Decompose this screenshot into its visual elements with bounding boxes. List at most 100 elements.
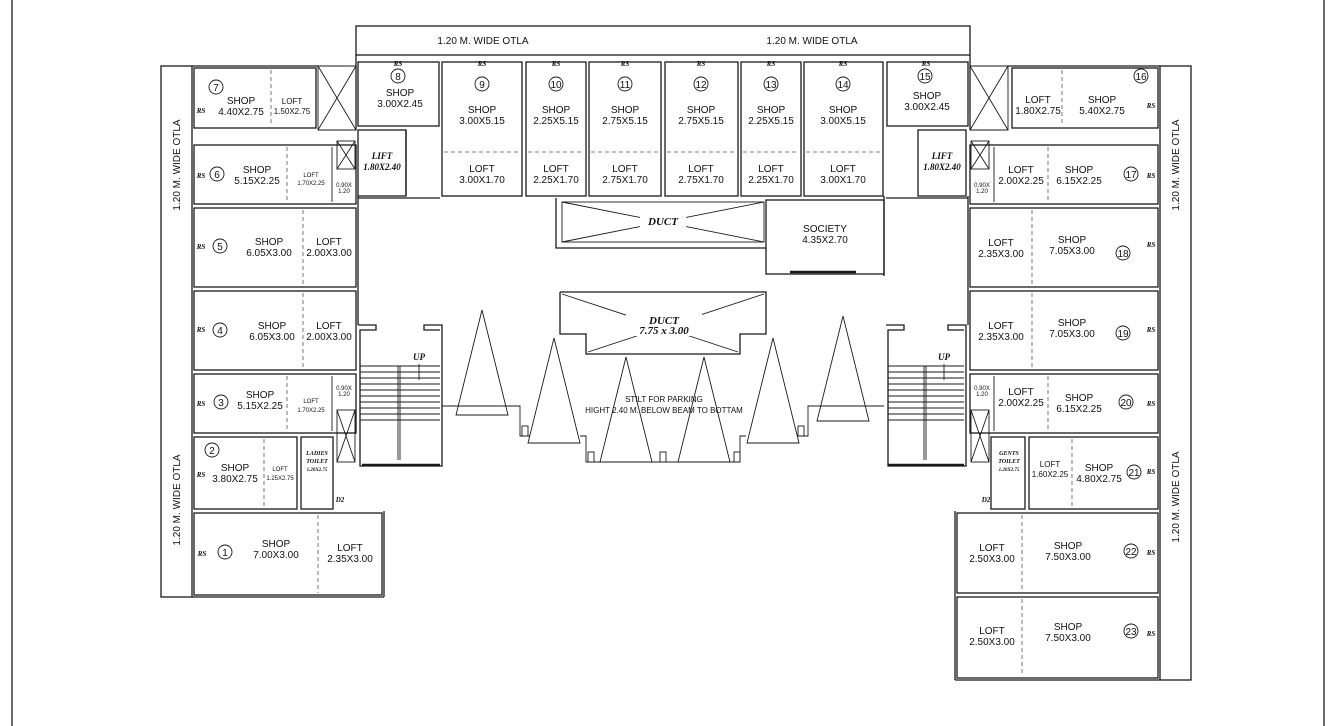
shop-size: 5.40X2.75 bbox=[1079, 106, 1125, 117]
rs-mark: RS bbox=[196, 172, 206, 180]
lift-size: 1.80X2.40 bbox=[923, 162, 961, 172]
shop-size: 6.05X3.00 bbox=[246, 248, 292, 259]
otla-left-upper: 1.20 M. WIDE OTLA bbox=[172, 119, 183, 210]
loft-size: 2.00X3.00 bbox=[306, 332, 352, 343]
shop-label: SHOP bbox=[1054, 622, 1083, 633]
shop-number: 19 bbox=[1117, 329, 1129, 340]
staircase-right: UP bbox=[886, 324, 967, 467]
society-size: 4.35X2.70 bbox=[802, 235, 848, 246]
shop-6: 6 RS SHOP 5.15X2.25 LOFT 1.70X2.25 0.90X… bbox=[193, 144, 357, 205]
ladies-toilet-label-2: TOILET bbox=[306, 459, 328, 465]
gents-toilet-size: 1.20X2.75 bbox=[999, 468, 1020, 473]
shop-number: 4 bbox=[217, 326, 223, 337]
shop-label: SHOP bbox=[262, 539, 291, 550]
shop-12: RS 12 SHOP 2.75X5.15 LOFT 2.75X1.70 bbox=[664, 60, 739, 197]
shop-size: 6.05X3.00 bbox=[249, 332, 295, 343]
shop-size: 3.80X2.75 bbox=[212, 474, 258, 485]
shop-4: 4 RS SHOP 6.05X3.00 LOFT 2.00X3.00 bbox=[193, 290, 357, 371]
rs-mark: RS bbox=[477, 60, 487, 68]
shop-size: 6.15X2.25 bbox=[1056, 404, 1102, 415]
shop-label: SHOP bbox=[829, 105, 858, 116]
loft-label: LOFT bbox=[988, 321, 1014, 332]
loft-label: LOFT bbox=[1025, 95, 1051, 106]
loft-size: 1.70X2.25 bbox=[297, 181, 325, 187]
loft-size: 1.60X2.25 bbox=[1032, 470, 1069, 479]
loft-size: 2.00X2.25 bbox=[998, 176, 1044, 187]
building-walls bbox=[192, 55, 1160, 463]
shop-label: SHOP bbox=[243, 165, 272, 176]
shop-size: 3.00X5.15 bbox=[820, 116, 866, 127]
shop-number: 15 bbox=[919, 72, 931, 83]
shop-label: SHOP bbox=[258, 321, 287, 332]
loft-label: LOFT bbox=[316, 321, 342, 332]
shop-number: 5 bbox=[217, 242, 223, 253]
otla-left-lower: 1.20 M. WIDE OTLA bbox=[172, 454, 183, 545]
loft-size: 2.75X1.70 bbox=[602, 175, 648, 186]
loft-label: LOFT bbox=[543, 164, 569, 175]
shop-size: 2.75X5.15 bbox=[678, 116, 724, 127]
society-label: SOCIETY bbox=[803, 224, 847, 235]
door-label: D2 bbox=[981, 496, 991, 504]
shop-size: 2.25X5.15 bbox=[533, 116, 579, 127]
shop-13: RS 13 SHOP 2.25X5.15 LOFT 2.25X1.70 bbox=[740, 60, 802, 197]
shop-size: 7.05X3.00 bbox=[1049, 329, 1095, 340]
rs-mark: RS bbox=[196, 107, 206, 115]
shop-label: SHOP bbox=[1058, 318, 1087, 329]
otla-right-lower: 1.20 M. WIDE OTLA bbox=[1171, 451, 1182, 542]
shop-number: 17 bbox=[1125, 170, 1137, 181]
rs-mark: RS bbox=[1146, 400, 1156, 408]
parking-area: STILT FOR PARKING HIGHT 2.40 M. BELOW BE… bbox=[442, 309, 884, 463]
shop-number: 14 bbox=[837, 80, 849, 91]
loft-size: 2.50X3.00 bbox=[969, 554, 1015, 565]
shop-size: 3.00X5.15 bbox=[459, 116, 505, 127]
society-room: SOCIETY 4.35X2.70 bbox=[765, 199, 885, 275]
loft-label: LOFT bbox=[979, 626, 1005, 637]
rs-mark: RS bbox=[921, 60, 931, 68]
shop-label: SHOP bbox=[913, 91, 942, 102]
rs-mark: RS bbox=[838, 60, 848, 68]
shop-18: LOFT 2.35X3.00 SHOP 7.05X3.00 18 RS bbox=[969, 207, 1159, 288]
shop-number: 21 bbox=[1128, 468, 1140, 479]
shop-label: SHOP bbox=[1065, 165, 1094, 176]
otla-right-upper: 1.20 M. WIDE OTLA bbox=[1171, 119, 1182, 210]
loft-size: 2.35X3.00 bbox=[978, 332, 1024, 343]
small-size-a: 0.90X bbox=[336, 183, 352, 189]
shop-size: 7.05X3.00 bbox=[1049, 246, 1095, 257]
lift-size: 1.80X2.40 bbox=[363, 162, 401, 172]
loft-label: LOFT bbox=[1008, 165, 1034, 176]
rs-mark: RS bbox=[1146, 172, 1156, 180]
loft-size: 1.50X2.75 bbox=[274, 107, 311, 116]
shop-number: 16 bbox=[1135, 72, 1147, 83]
rs-mark: RS bbox=[393, 60, 403, 68]
shop-size: 7.50X3.00 bbox=[1045, 552, 1091, 563]
shop-label: SHOP bbox=[611, 105, 640, 116]
shop-label: SHOP bbox=[1058, 235, 1087, 246]
shop-2: 2 RS SHOP 3.80X2.75 LOFT 1.25X2.75 bbox=[193, 436, 298, 510]
shop-size: 4.40X2.75 bbox=[218, 107, 264, 118]
shop-size: 5.15X2.25 bbox=[237, 401, 283, 412]
shop-number: 8 bbox=[395, 72, 401, 83]
rs-mark: RS bbox=[551, 60, 561, 68]
rs-mark: RS bbox=[196, 243, 206, 251]
shop-19: LOFT 2.35X3.00 SHOP 7.05X3.00 19 RS bbox=[969, 290, 1159, 371]
shop-number: 2 bbox=[209, 446, 215, 457]
shop-size: 7.00X3.00 bbox=[253, 550, 299, 561]
loft-size: 1.70X2.25 bbox=[297, 408, 325, 414]
shop-label: SHOP bbox=[687, 105, 716, 116]
shop-label: SHOP bbox=[227, 96, 256, 107]
shop-size: 2.75X5.15 bbox=[602, 116, 648, 127]
shop-size: 6.15X2.25 bbox=[1056, 176, 1102, 187]
rs-mark: RS bbox=[1146, 468, 1156, 476]
ladies-toilet-size: 1.20X2.75 bbox=[307, 468, 328, 473]
shop-14: RS 14 SHOP 3.00X5.15 LOFT 3.00X1.70 bbox=[803, 60, 884, 197]
duct-top: DUCT bbox=[555, 198, 766, 249]
loft-size: 2.00X2.25 bbox=[998, 398, 1044, 409]
rs-mark: RS bbox=[1146, 549, 1156, 557]
shop-label: SHOP bbox=[542, 105, 571, 116]
loft-label: LOFT bbox=[272, 467, 288, 473]
rs-mark: RS bbox=[696, 60, 706, 68]
shop-label: SHOP bbox=[1088, 95, 1117, 106]
small-size-a: 0.90X bbox=[336, 386, 352, 392]
loft-label: LOFT bbox=[830, 164, 856, 175]
